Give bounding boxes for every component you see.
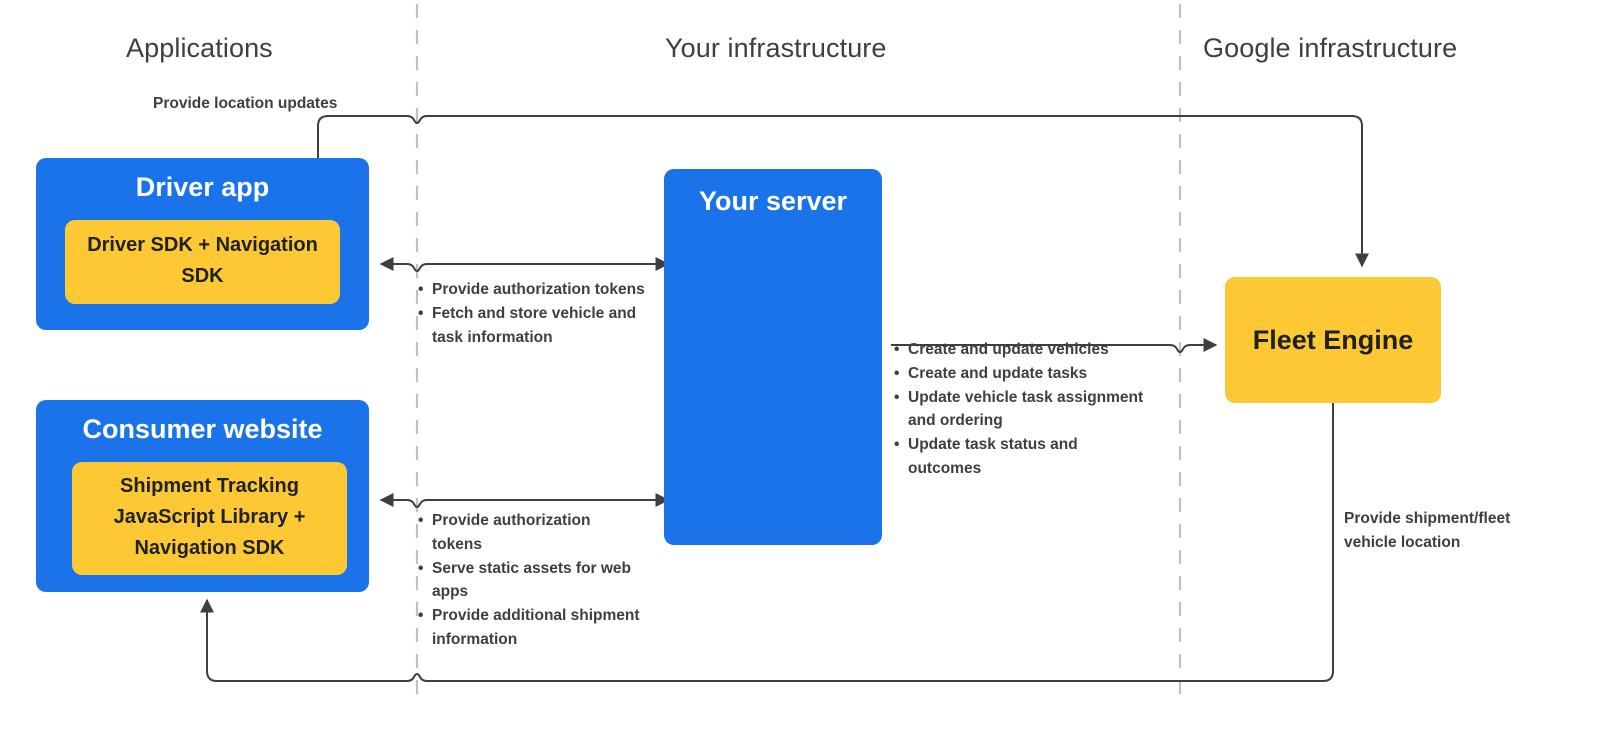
node-shipment-tracking-library[interactable]: Shipment Tracking JavaScript Library + N… (72, 462, 347, 575)
bullet-item: Serve static assets for web apps (418, 557, 642, 605)
bullet-item: Fetch and store vehicle and task informa… (418, 302, 646, 350)
label-provide-location-updates: Provide location updates (153, 95, 338, 112)
arrow-consumer-server-bidirectional (379, 493, 670, 508)
bullet-item: Provide authorization tokens (418, 278, 646, 302)
column-heading-google-infrastructure: Google infrastructure (1203, 33, 1458, 63)
bullet-item: Create and update tasks (894, 362, 1149, 386)
node-your-server[interactable]: Your server (664, 169, 882, 545)
bullet-item: Update vehicle task assignment and order… (894, 386, 1149, 434)
your-server-title: Your server (698, 186, 848, 216)
bullet-item: Provide additional shipment information (418, 604, 642, 652)
node-fleet-engine[interactable]: Fleet Engine (1225, 277, 1441, 403)
bullets-driver-to-server: Provide authorization tokensFetch and st… (418, 278, 646, 349)
node-consumer-website[interactable]: Consumer website Shipment Tracking JavaS… (36, 400, 369, 592)
node-driver-app[interactable]: Driver app Driver SDK + Navigation SDK (36, 158, 369, 330)
column-heading-your-infrastructure: Your infrastructure (665, 33, 887, 63)
arrow-driver-server-bidirectional (379, 257, 670, 272)
node-driver-sdk[interactable]: Driver SDK + Navigation SDK (65, 220, 340, 304)
shipment-tracking-library-label: Shipment Tracking JavaScript Library + N… (113, 475, 306, 559)
bullet-item: Update task status and outcomes (894, 433, 1149, 481)
consumer-website-title: Consumer website (82, 414, 323, 444)
bullets-consumer-to-server: Provide authorization tokensServe static… (418, 509, 642, 652)
label-provide-shipment-fleet-vehicle-location: Provide shipment/fleet vehicle location (1344, 510, 1511, 551)
bullet-item: Provide authorization tokens (418, 509, 642, 557)
fleet-engine-title: Fleet Engine (1252, 325, 1414, 355)
driver-app-title: Driver app (135, 172, 270, 202)
driver-sdk-label: Driver SDK + Navigation SDK (87, 234, 318, 287)
bullets-server-to-fleet-engine: Create and update vehiclesCreate and upd… (894, 338, 1149, 481)
bullet-item: Create and update vehicles (894, 338, 1149, 362)
column-heading-applications: Applications (126, 33, 273, 63)
